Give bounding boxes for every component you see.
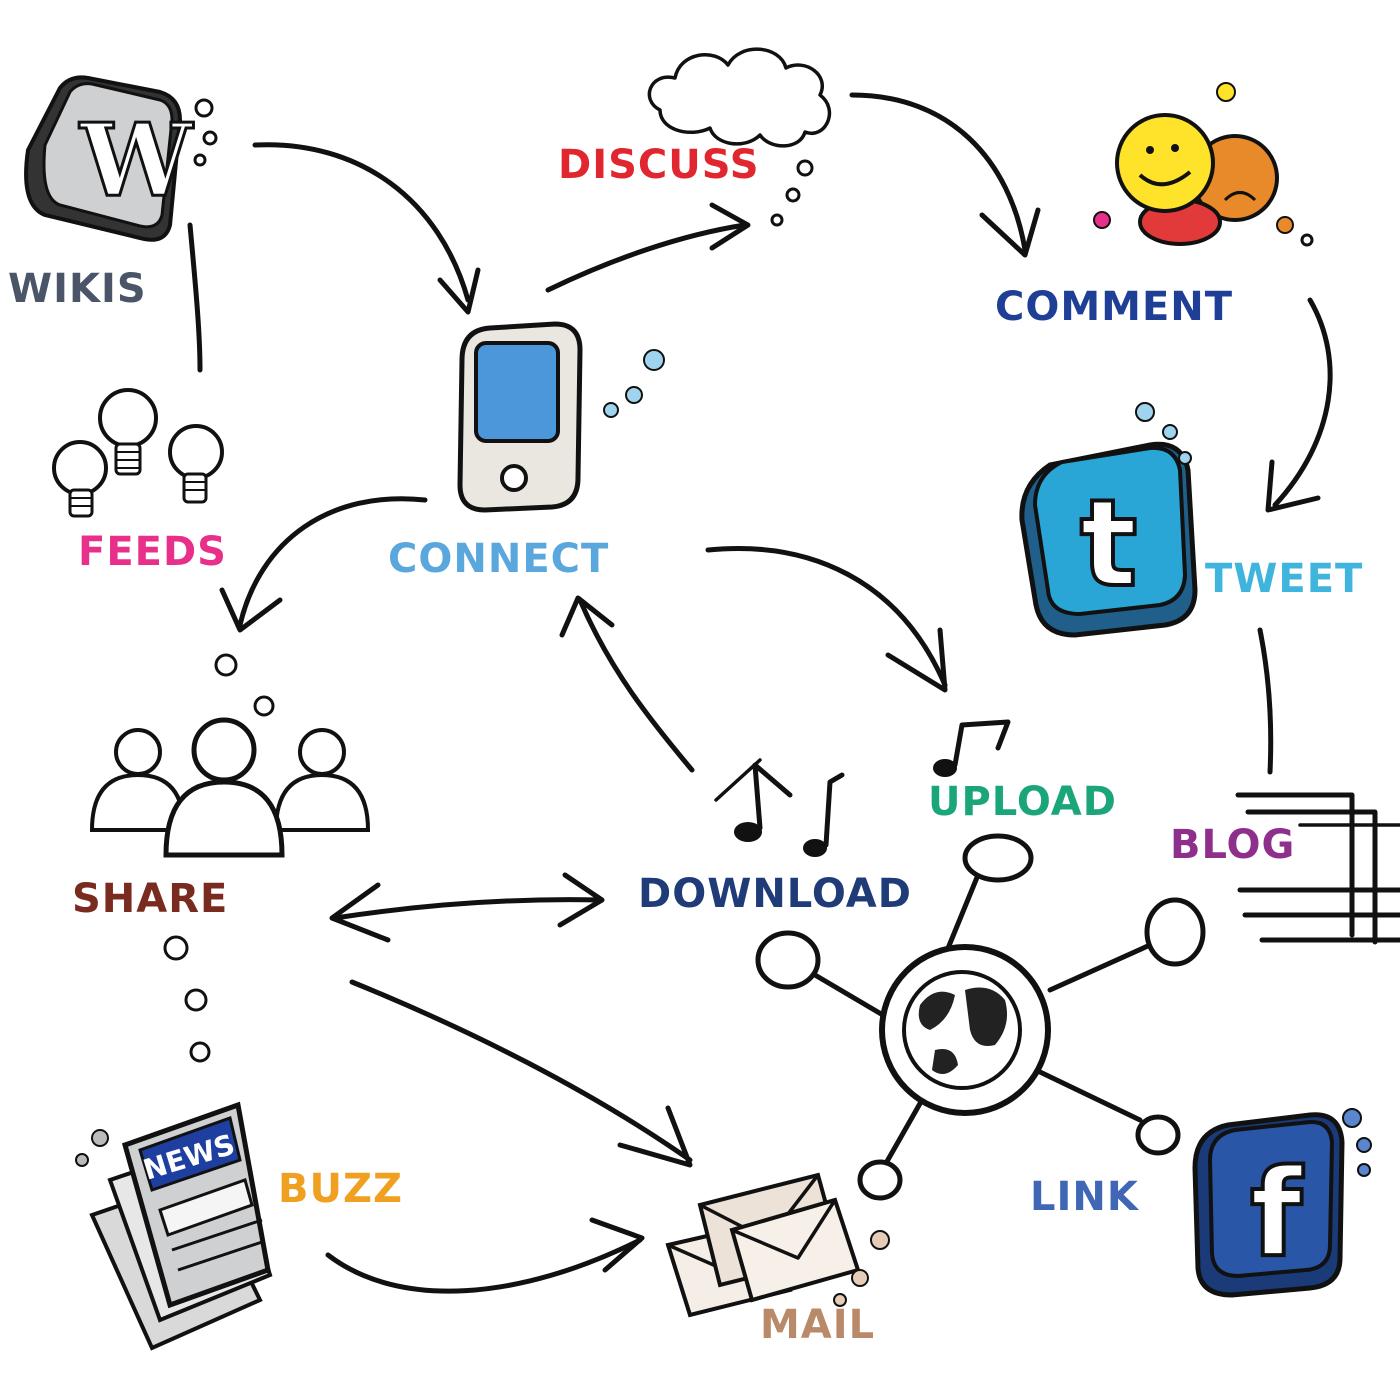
thought-cloud-icon bbox=[647, 47, 832, 227]
label-download: DOWNLOAD bbox=[638, 871, 912, 917]
label-share: SHARE bbox=[72, 876, 228, 922]
blog-pages-icon bbox=[1235, 792, 1400, 945]
arrowhead-discuss bbox=[709, 202, 751, 251]
arrow-connect-to-share bbox=[237, 496, 428, 628]
arrow-download-to-connect bbox=[577, 597, 695, 773]
facebook-letter: f bbox=[1250, 1145, 1304, 1284]
label-discuss: DISCUSS bbox=[558, 142, 760, 188]
wiki-icon: W bbox=[24, 75, 218, 242]
arrowhead-download-left bbox=[557, 872, 605, 928]
label-mail: MAIL bbox=[760, 1302, 875, 1348]
envelopes-icon bbox=[665, 1172, 890, 1318]
arrowhead-tweet bbox=[1265, 459, 1321, 513]
arrowhead-mail-top bbox=[617, 1105, 693, 1168]
label-comment: COMMENT bbox=[995, 284, 1233, 330]
arrow-share-to-mail bbox=[349, 979, 693, 1163]
label-buzz: BUZZ bbox=[278, 1166, 403, 1212]
line-wikis-to-feeds bbox=[187, 222, 203, 373]
arrowhead-upload bbox=[885, 627, 948, 693]
arrowhead-connect-bottom bbox=[559, 595, 615, 638]
globe-network-icon bbox=[755, 833, 1206, 1201]
light-bulbs-icon bbox=[52, 388, 224, 518]
facebook-icon: f bbox=[1192, 1108, 1372, 1298]
connectors bbox=[187, 92, 1333, 1294]
label-wikis: WIKIS bbox=[8, 266, 147, 312]
arrow-connect-to-discuss bbox=[545, 222, 748, 293]
newspaper-icon: NEWS bbox=[75, 935, 273, 1351]
arrowhead-share-left bbox=[329, 882, 391, 943]
arrow-buzz-to-mail bbox=[325, 1237, 643, 1294]
label-tweet: TWEET bbox=[1205, 556, 1363, 602]
label-link: LINK bbox=[1030, 1174, 1140, 1220]
label-connect: CONNECT bbox=[388, 536, 609, 582]
music-notes-icon bbox=[714, 758, 845, 857]
music-note-icon bbox=[933, 719, 1011, 777]
label-blog: BLOG bbox=[1170, 822, 1295, 868]
arrowhead-comment bbox=[979, 207, 1041, 258]
line-tweet-to-blog bbox=[1257, 627, 1274, 775]
arrow-cloud-to-comment bbox=[849, 92, 1028, 253]
twitter-letter: t bbox=[1080, 475, 1137, 614]
arrow-wikis-to-connect bbox=[252, 142, 471, 303]
arrowhead-share-top bbox=[219, 587, 283, 633]
wiki-letter: W bbox=[79, 101, 194, 219]
arrow-connect-to-upload bbox=[705, 546, 948, 688]
phone-icon bbox=[457, 321, 665, 513]
twitter-icon: t bbox=[1019, 402, 1198, 638]
arrow-comment-to-tweet bbox=[1272, 297, 1333, 508]
smileys-icon bbox=[1093, 82, 1314, 247]
arrowhead-mail-left bbox=[589, 1217, 645, 1273]
label-upload: UPLOAD bbox=[928, 779, 1117, 825]
arrowhead-connect-top bbox=[437, 267, 481, 315]
label-feeds: FEEDS bbox=[78, 529, 227, 575]
arrow-share-download bbox=[332, 897, 603, 921]
people-icon bbox=[89, 653, 371, 858]
